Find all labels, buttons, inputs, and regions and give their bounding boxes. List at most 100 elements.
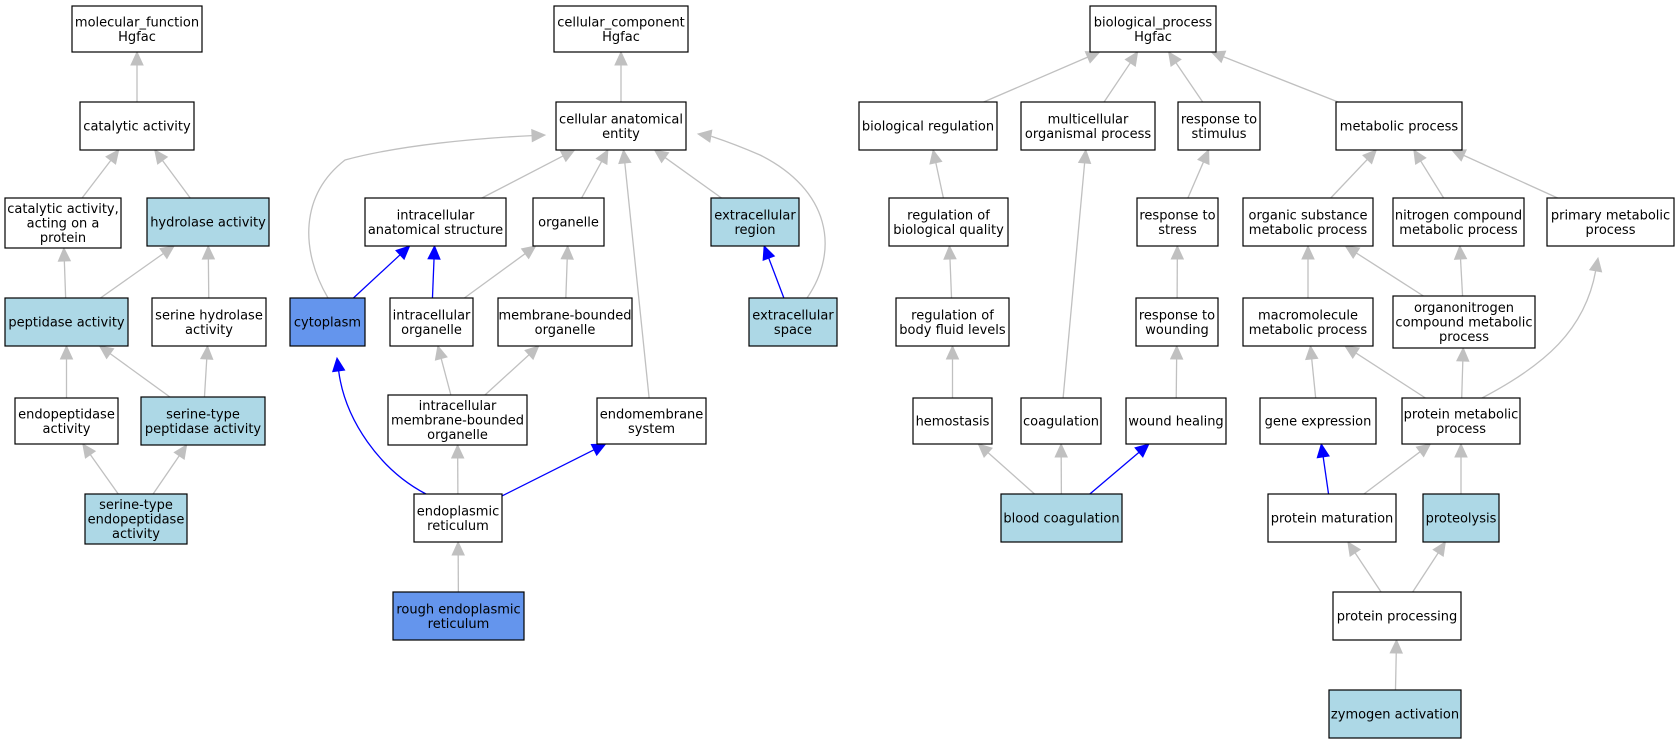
edge-line (581, 161, 603, 199)
node-label: reticulum (428, 617, 490, 632)
edge-line (463, 253, 526, 299)
node-label: endomembrane (600, 407, 704, 422)
edge-protproc-to-protmat (1347, 541, 1382, 593)
edge-line (481, 155, 564, 199)
edge-primary-to-metab (1450, 149, 1558, 199)
edge-arrowhead (130, 50, 144, 66)
node-label: process (1439, 330, 1489, 345)
edge-arrowhead (1134, 443, 1150, 458)
node-box (151, 297, 267, 347)
node-proteo: proteolysis (1422, 493, 1500, 543)
edge-arrowhead (332, 356, 346, 373)
edge-regqual-to-bioreg (929, 148, 945, 199)
edge-arrowhead (1432, 541, 1446, 558)
node-box (710, 197, 800, 247)
edge-line (308, 134, 533, 299)
node-box (1125, 397, 1227, 445)
node-label: reticulum (427, 519, 489, 534)
node-label: process (1586, 223, 1636, 238)
edge-line (431, 258, 435, 299)
node-protproc: protein processing (1332, 591, 1462, 641)
node-org: organelle (532, 197, 605, 247)
node-label: endoplasmic (417, 504, 499, 519)
node-box (364, 197, 507, 247)
edge-arrowhead (1077, 148, 1092, 165)
node-box (1242, 197, 1374, 247)
node-box (1136, 197, 1219, 247)
edge-arrowhead (1413, 148, 1427, 166)
edge-arrowhead (653, 149, 670, 164)
edge-line (338, 370, 427, 495)
node-box (1422, 493, 1500, 543)
edge-line (949, 258, 953, 299)
node-cyto: cytoplasm (289, 297, 366, 347)
node-label: protein processing (1337, 610, 1457, 625)
node-label: membrane-bounded (498, 308, 631, 323)
node-box (497, 297, 633, 347)
node-label: entity (602, 127, 640, 142)
edge-arrowhead (82, 443, 97, 459)
node-zymo: zymogen activation (1328, 689, 1462, 739)
edge-arrowhead (945, 344, 960, 360)
edge-protmat-to-protmet (1363, 443, 1432, 495)
edge-line (440, 358, 452, 396)
node-label: response to (1139, 208, 1215, 223)
node-label: intracellular (419, 399, 497, 414)
edge-line (501, 449, 595, 497)
node-label: biological_process (1094, 15, 1213, 30)
node-box (748, 297, 838, 347)
node-label: hydrolase activity (150, 216, 266, 231)
edge-cyto-to-cae (308, 128, 547, 299)
edge-bloodcoag-to-hemo (977, 443, 1035, 495)
edge-ias-to-cae (481, 149, 576, 199)
edge-line (1322, 456, 1330, 495)
node-box (1392, 295, 1536, 349)
edge-mbo-to-org (560, 244, 574, 299)
node-label: acting on a (27, 217, 100, 232)
edge-protmat-to-geneexp (1316, 442, 1330, 495)
edge-serpep-to-serhydro (199, 344, 214, 398)
node-pept: peptidase activity (4, 297, 129, 347)
node-label: cellular_component (557, 15, 685, 30)
node-hemo: hemostasis (912, 397, 993, 445)
node-label: membrane-bounded (391, 414, 524, 429)
edge-arrowhead (696, 129, 713, 143)
edge-arrowhead (614, 50, 628, 66)
node-box (1259, 397, 1377, 445)
node-box (1267, 493, 1397, 543)
edge-line (1354, 552, 1382, 593)
edge-intorg-to-ias (427, 244, 441, 299)
node-label: space (774, 323, 812, 338)
edge-line (1463, 154, 1558, 199)
node-label: blood coagulation (1003, 512, 1119, 527)
edge-geneexp-to-macro (1305, 344, 1319, 399)
edge-arrowhead (590, 443, 607, 457)
edge-line (1394, 652, 1397, 691)
edge-line (81, 159, 112, 199)
node-label: metabolic process (1249, 223, 1368, 238)
node-label: biological quality (893, 223, 1004, 238)
node-label: coagulation (1023, 415, 1099, 430)
node-label: rough endoplasmic (396, 602, 520, 617)
node-label: organelle (427, 428, 488, 443)
node-box (596, 397, 707, 445)
node-label: region (734, 223, 775, 238)
edge-org-to-cae (581, 148, 609, 199)
edge-bloodcoag-to-coag (1054, 442, 1068, 495)
node-woundheal: wound healing (1125, 397, 1227, 445)
edge-arrowhead (977, 443, 993, 459)
edge-arrowhead (1169, 344, 1184, 360)
edge-arrowhead (943, 244, 957, 260)
edge-line (1175, 62, 1204, 103)
node-protmat: protein maturation (1267, 493, 1397, 543)
node-label: protein metabolic (1404, 407, 1519, 422)
edge-line (710, 135, 826, 299)
edge-arrowhead (595, 148, 609, 166)
edge-resp-to-bp (1167, 51, 1204, 103)
